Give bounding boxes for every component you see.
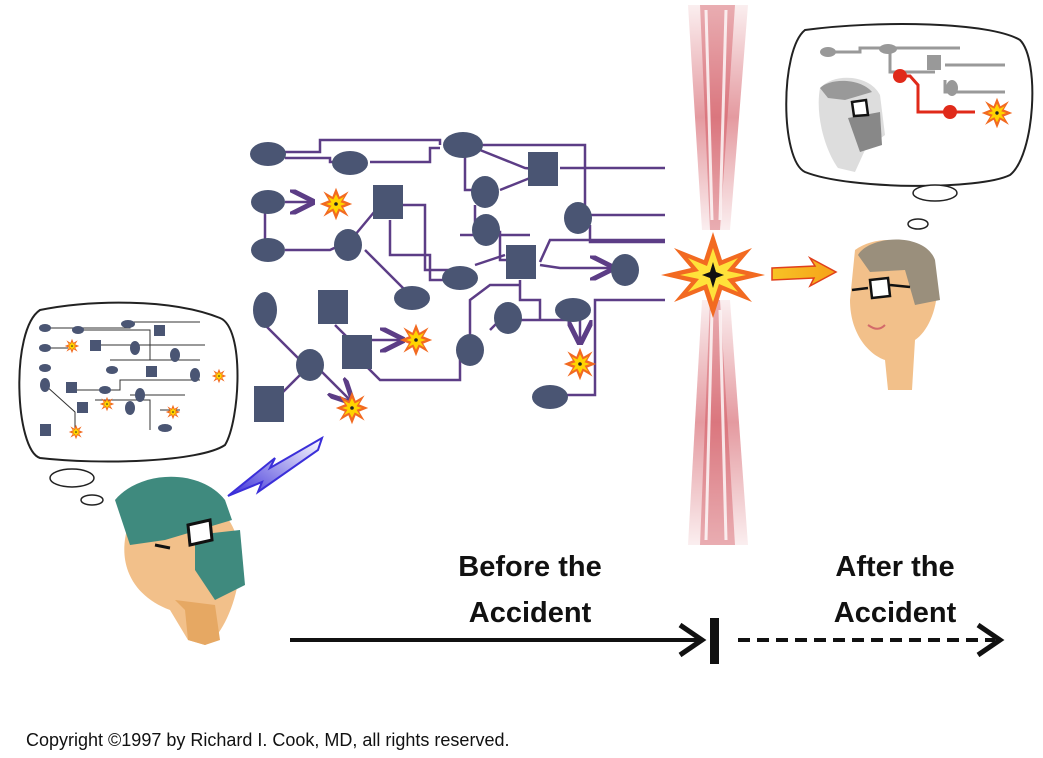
after-label-line1: After the: [835, 551, 955, 583]
copyright-notice: Copyright ©1997 by Richard I. Cook, MD, …: [26, 730, 510, 750]
reviewer-head: [850, 239, 940, 390]
foresight-arrow: [227, 435, 324, 497]
after-accident-label: After the Accident: [805, 550, 985, 630]
before-accident-label: Before the Accident: [430, 550, 630, 630]
before-label-line1: Before the: [458, 551, 602, 583]
accident-marker: [710, 618, 719, 664]
hindsight-arrow: [771, 255, 838, 288]
reviewer-thought-bubble: [785, 23, 1034, 230]
practitioner-head: [115, 476, 245, 645]
network-nodes: [250, 132, 639, 422]
timeline: [290, 618, 1005, 664]
accident-explosion: [661, 232, 765, 318]
accident-blur: [688, 5, 748, 545]
before-label-line2: Accident: [468, 597, 592, 629]
practitioner-thought-bubble: [18, 301, 239, 506]
after-label-line2: Accident: [833, 597, 957, 629]
